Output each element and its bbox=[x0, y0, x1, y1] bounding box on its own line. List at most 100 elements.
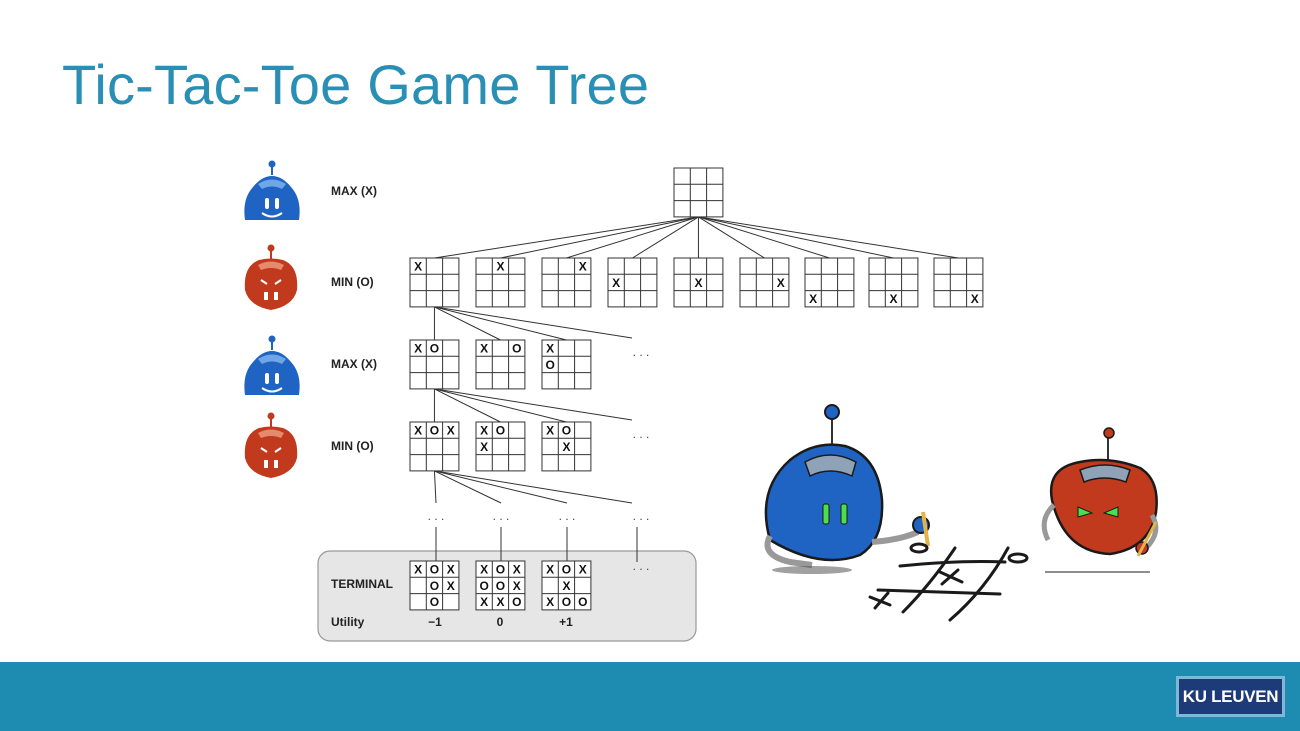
level1-board: X bbox=[868, 257, 919, 308]
board-mark-o: O bbox=[430, 562, 439, 576]
ellipsis-deep-2: . . . bbox=[493, 509, 510, 523]
red-robot-illustration bbox=[1041, 427, 1159, 573]
board-background bbox=[933, 257, 984, 308]
tree-edges bbox=[433, 216, 959, 562]
board-mark-x: X bbox=[889, 292, 897, 306]
board-background bbox=[541, 560, 592, 611]
utility-label: Utility bbox=[331, 615, 365, 629]
board-mark-x: X bbox=[447, 423, 455, 437]
board-mark-x: X bbox=[562, 579, 570, 593]
board-mark-o: O bbox=[430, 595, 439, 609]
board-mark-x: X bbox=[546, 341, 554, 355]
level1-board: X bbox=[409, 257, 460, 308]
board-mark-x: X bbox=[414, 259, 422, 273]
ellipsis-level2: . . . bbox=[633, 345, 650, 359]
board-mark-o: O bbox=[578, 595, 587, 609]
board-mark-x: X bbox=[809, 292, 817, 306]
board-mark-o: O bbox=[562, 595, 571, 609]
level-label-max-2: MAX (X) bbox=[331, 357, 377, 371]
board-mark-o: O bbox=[496, 562, 505, 576]
level1-board: X bbox=[475, 257, 526, 308]
utility-value-3: +1 bbox=[559, 615, 573, 629]
board-background bbox=[607, 257, 658, 308]
utility-value-1: −1 bbox=[428, 615, 442, 629]
min-robot-icon bbox=[244, 412, 298, 478]
ellipsis-deep-3: . . . bbox=[559, 509, 576, 523]
utility-value-2: 0 bbox=[497, 615, 504, 629]
blue-robot-illustration bbox=[764, 404, 930, 574]
board-mark-o: O bbox=[496, 423, 505, 437]
level-label-min-2: MIN (O) bbox=[331, 439, 374, 453]
board-mark-o: O bbox=[562, 562, 571, 576]
root-board bbox=[673, 167, 724, 218]
terminal-label: TERMINAL bbox=[331, 577, 393, 591]
board-mark-x: X bbox=[480, 562, 488, 576]
tree-edge bbox=[433, 470, 437, 504]
slide-title: Tic-Tac-Toe Game Tree bbox=[62, 53, 650, 116]
tree-edge bbox=[434, 470, 502, 504]
tree-edge bbox=[434, 306, 501, 341]
board-mark-o: O bbox=[545, 358, 554, 372]
board-background bbox=[475, 339, 526, 390]
footer-bar bbox=[0, 662, 1300, 731]
tree-edge bbox=[698, 216, 765, 259]
min-robot-icon bbox=[244, 244, 298, 310]
board-background bbox=[541, 421, 592, 472]
tree-edge bbox=[566, 216, 699, 259]
board-background bbox=[475, 257, 526, 308]
board-mark-x: X bbox=[414, 341, 422, 355]
board-mark-x: X bbox=[579, 259, 587, 273]
ku-leuven-logo: KU LEUVEN bbox=[1176, 676, 1285, 717]
ellipsis-deep-1: . . . bbox=[428, 509, 445, 523]
board-mark-x: X bbox=[480, 341, 488, 355]
tree-edge bbox=[434, 388, 501, 423]
level-label-min-1: MIN (O) bbox=[331, 275, 374, 289]
board-mark-o: O bbox=[479, 579, 488, 593]
board-mark-o: O bbox=[430, 341, 439, 355]
tree-edge bbox=[434, 216, 699, 259]
board-background bbox=[409, 421, 460, 472]
board-mark-x: X bbox=[447, 579, 455, 593]
board-mark-x: X bbox=[777, 276, 785, 290]
level1-board: X bbox=[541, 257, 592, 308]
board-background bbox=[739, 257, 790, 308]
board-background bbox=[409, 257, 460, 308]
board-mark-x: X bbox=[496, 259, 504, 273]
tree-edge bbox=[434, 470, 633, 504]
tree-edge bbox=[698, 216, 894, 259]
board-mark-x: X bbox=[480, 595, 488, 609]
board-background bbox=[541, 339, 592, 390]
level1-board: X bbox=[607, 257, 658, 308]
ellipsis-level3: . . . bbox=[633, 427, 650, 441]
level1-board: X bbox=[804, 257, 855, 308]
board-background bbox=[541, 257, 592, 308]
board-background bbox=[409, 339, 460, 390]
level1-board: X bbox=[933, 257, 984, 308]
board-mark-x: X bbox=[546, 423, 554, 437]
board-mark-x: X bbox=[546, 562, 554, 576]
level-label-max-1: MAX (X) bbox=[331, 184, 377, 198]
board-mark-o: O bbox=[512, 341, 521, 355]
board-mark-x: X bbox=[579, 562, 587, 576]
board-background bbox=[475, 421, 526, 472]
board-background bbox=[475, 560, 526, 611]
board-mark-x: X bbox=[971, 292, 979, 306]
board-background bbox=[804, 257, 855, 308]
board-mark-x: X bbox=[513, 579, 521, 593]
tree-edge bbox=[434, 306, 633, 339]
tree-edge bbox=[434, 388, 567, 423]
level2-board: XO bbox=[541, 339, 592, 390]
board-mark-x: X bbox=[612, 276, 620, 290]
board-mark-o: O bbox=[430, 423, 439, 437]
ellipsis-terminal: . . . bbox=[633, 559, 650, 573]
level1-board: X bbox=[673, 257, 724, 308]
tree-edge bbox=[698, 216, 959, 259]
